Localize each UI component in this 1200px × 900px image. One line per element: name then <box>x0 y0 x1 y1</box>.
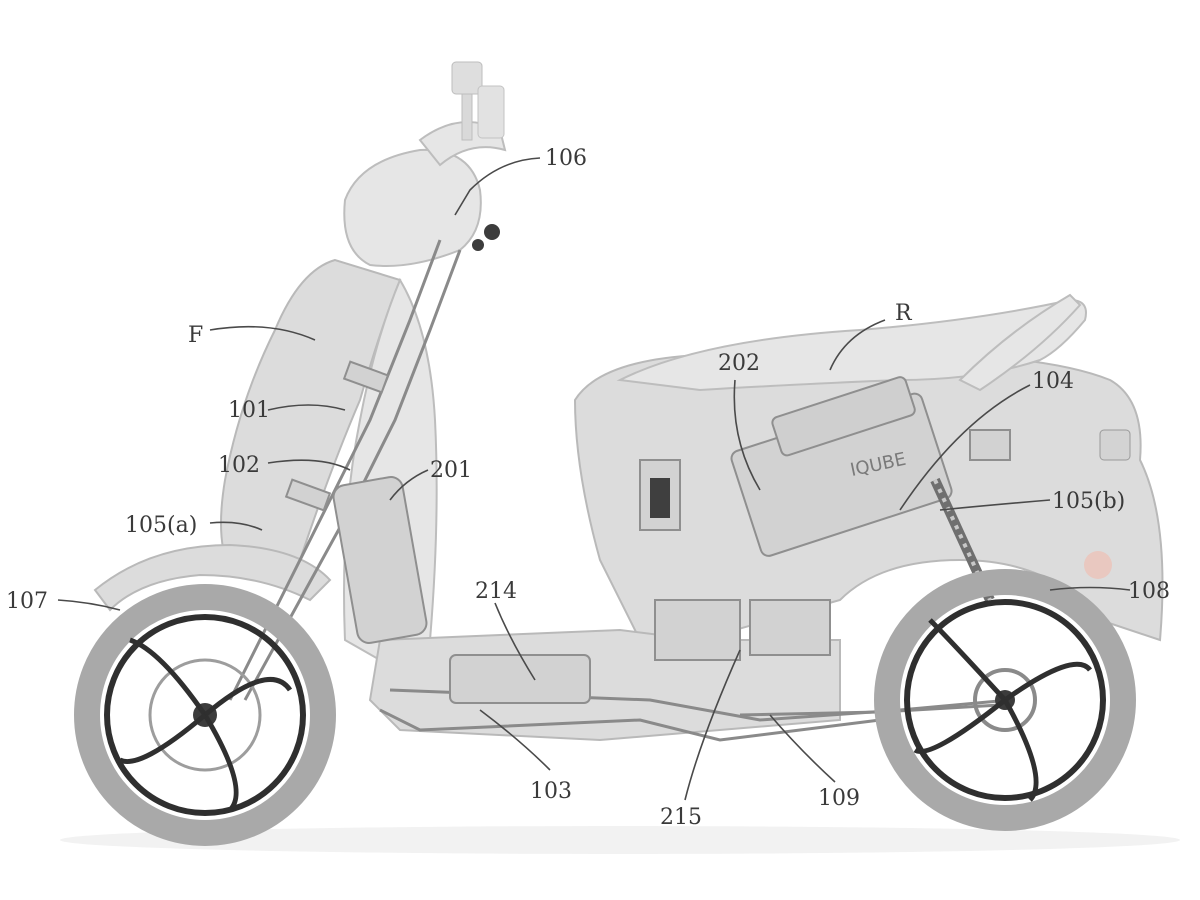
label-105b: 105(b) <box>1052 489 1125 514</box>
rear-reflector <box>1084 551 1112 579</box>
label-108: 108 <box>1128 579 1170 604</box>
handlebar-grip-end <box>472 239 484 251</box>
fork-clamp-top <box>342 360 390 394</box>
leader-101 <box>267 404 346 411</box>
label-202: 202 <box>718 351 760 376</box>
front-fender <box>93 543 332 612</box>
mirror-stem <box>461 89 473 141</box>
leader-F <box>209 325 316 341</box>
mirror <box>451 61 483 95</box>
leader-105b <box>939 499 1051 511</box>
tail-lamp <box>1099 429 1131 461</box>
rear-wheel <box>874 569 1136 831</box>
label-F: F <box>188 323 203 348</box>
label-105a: 105(a) <box>125 513 197 538</box>
leader-107 <box>57 599 121 611</box>
seat <box>616 298 1087 392</box>
label-214: 214 <box>475 579 517 604</box>
label-215: 215 <box>660 805 702 830</box>
label-103: 103 <box>530 779 572 804</box>
leader-108 <box>1049 586 1131 591</box>
battery-214 <box>449 654 591 704</box>
label-201: 201 <box>430 458 472 483</box>
main-frame-lower <box>379 708 881 742</box>
label-107: 107 <box>6 589 48 614</box>
ground-shadow <box>60 826 1180 854</box>
label-106: 106 <box>545 146 587 171</box>
steering-column <box>228 239 442 701</box>
leader-104 <box>899 384 1031 511</box>
leader-109 <box>769 714 836 783</box>
leader-103 <box>479 709 551 771</box>
leader-106 <box>454 157 541 216</box>
leader-214 <box>494 602 536 681</box>
leader-201 <box>389 469 429 501</box>
label-109: 109 <box>818 786 860 811</box>
battery-201 <box>332 476 428 644</box>
tail-bracket <box>969 429 1011 461</box>
leader-215 <box>684 649 741 801</box>
controller-215 <box>654 599 741 661</box>
battery-202 <box>730 376 953 557</box>
handlebar-switch <box>484 224 500 240</box>
leader-105a <box>209 521 263 531</box>
charger-mount-inner <box>650 478 670 518</box>
grab-rail <box>958 293 1082 392</box>
mirror-back <box>477 85 505 139</box>
headlamp-cowl <box>343 148 482 267</box>
fork-clamp-bottom <box>284 478 332 512</box>
leader-102 <box>267 459 351 471</box>
front-wheel <box>74 584 336 846</box>
controller-box <box>749 599 831 656</box>
label-101: 101 <box>228 398 270 423</box>
label-102: 102 <box>218 453 260 478</box>
leader-202 <box>733 379 761 491</box>
label-104: 104 <box>1032 369 1074 394</box>
label-R: R <box>895 301 913 326</box>
leader-R <box>829 319 886 371</box>
